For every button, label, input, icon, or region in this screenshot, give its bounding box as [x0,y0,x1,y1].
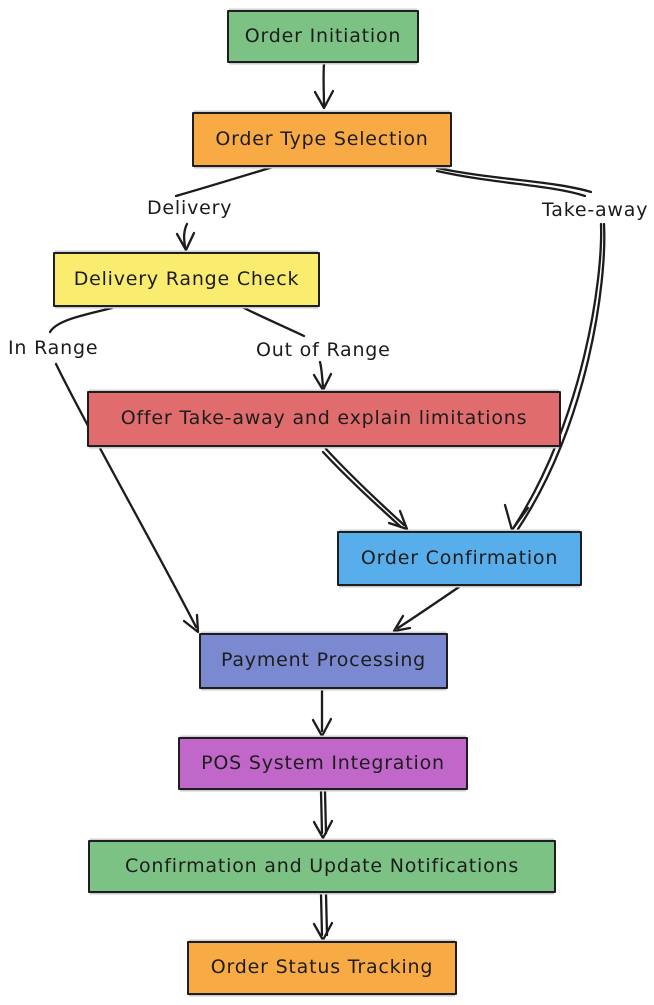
edge-order-confirmation-to-payment [392,585,461,633]
edge-offer-to-order-confirmation [321,447,409,531]
edge-label-out-of-range: Out of Range [256,339,391,361]
edge-range-check-to-payment-in-range [48,306,200,634]
edge-label-take-away: Take-away [542,199,649,221]
node-confirmation-update-notifications: Confirmation and Update Notifications [88,840,556,893]
edge-range-check-to-offer-out-of-range [240,305,333,392]
node-payment-processing: Payment Processing [199,633,448,689]
node-pos-system-integration: POS System Integration [178,737,468,790]
node-order-type-selection: Order Type Selection [192,112,452,167]
edge-initiation-to-type-selection [313,62,335,110]
node-offer-take-away: Offer Take-away and explain limitations [87,391,561,447]
edge-pos-to-notifications [312,789,334,840]
edge-payment-to-pos [311,689,333,738]
edge-type-selection-to-range-check-delivery [174,165,275,252]
edge-label-delivery: Delivery [147,197,233,219]
edge-notifications-to-status-tracking [312,892,334,942]
edge-type-selection-to-order-confirmation-takeaway [435,166,606,532]
node-order-initiation: Order Initiation [227,10,419,63]
node-order-confirmation: Order Confirmation [337,531,582,586]
node-delivery-range-check: Delivery Range Check [53,252,320,307]
edge-label-in-range: In Range [8,337,99,359]
node-order-status-tracking: Order Status Tracking [187,941,457,995]
